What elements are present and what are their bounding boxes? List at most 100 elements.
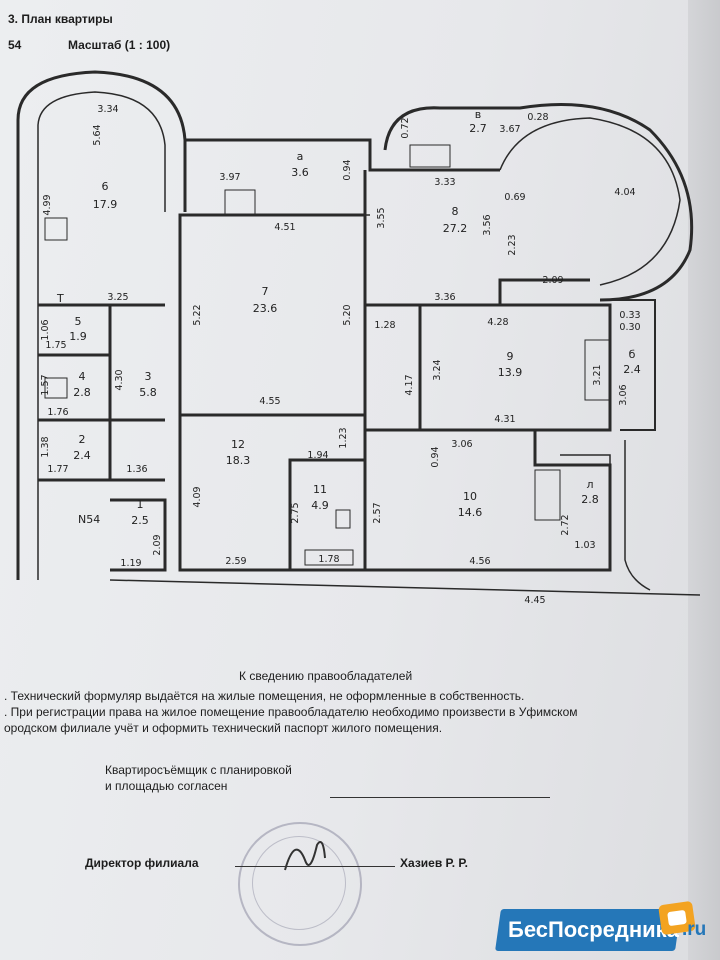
room-7-number: 7 [262, 285, 269, 298]
room-6-area: 17.9 [93, 198, 118, 211]
room-5-area: 1.9 [69, 330, 87, 343]
flat-label: N54 [78, 513, 100, 526]
wall-room-9 [418, 303, 612, 432]
room-4-number: 4 [79, 370, 86, 383]
dim: 1.94 [307, 450, 328, 461]
dim: 2.09 [152, 534, 163, 555]
dim: 3.25 [107, 292, 128, 303]
window-1 [224, 189, 256, 216]
dim: 3.56 [482, 214, 493, 235]
dim: 2.59 [225, 556, 246, 567]
dim: 2.23 [507, 234, 518, 255]
dim: 2.09 [542, 275, 563, 286]
room-b-area: 2.4 [623, 363, 641, 376]
dim: 5.20 [342, 304, 353, 325]
dim: 1.78 [318, 554, 339, 565]
wall-corridor-top [185, 138, 500, 172]
official-stamp-inner [252, 836, 346, 930]
notice-heading: К сведению правообладателей [239, 669, 413, 683]
room-a-area: 3.6 [291, 166, 309, 179]
wall-outer-right [624, 440, 651, 591]
dim: 0.30 [619, 322, 640, 333]
wall-round-bay [383, 103, 694, 302]
director-name: Хазиев Р. Р. [400, 856, 468, 870]
dim: 4.28 [487, 317, 508, 328]
dim: 0.69 [504, 192, 525, 203]
wall-room-l [560, 454, 611, 550]
room-l-number: л [586, 478, 593, 491]
room-4-area: 2.8 [73, 386, 91, 399]
room-9-number: 9 [507, 350, 514, 363]
room-l-area: 2.8 [581, 493, 599, 506]
page-edge [688, 0, 720, 960]
wall-round-bay-inner [499, 117, 681, 286]
room-1-area: 2.5 [131, 514, 149, 527]
dim: 3.97 [219, 172, 240, 183]
room-11-area: 4.9 [311, 499, 329, 512]
dim: 2.72 [560, 514, 571, 535]
room-v-number: в [475, 108, 481, 121]
dim: 4.99 [42, 194, 53, 215]
plan-title: 3. План квартиры [8, 12, 113, 26]
room-10-area: 14.6 [458, 506, 483, 519]
handwritten-signature [284, 841, 326, 871]
wall-room-10 [363, 428, 612, 572]
wall-room-7 [178, 213, 367, 417]
sink [44, 217, 68, 241]
window-4 [584, 339, 611, 401]
room-2-number: 2 [79, 433, 86, 446]
dim: 1.77 [47, 464, 68, 475]
room-7-area: 23.6 [253, 302, 278, 315]
dim: 2.57 [372, 502, 383, 523]
room-3-area: 5.8 [139, 386, 157, 399]
dim: 1.06 [40, 319, 51, 340]
room-8-number: 8 [452, 205, 459, 218]
dim: 0.94 [342, 159, 353, 180]
window-2 [409, 144, 451, 168]
dim: 3.33 [434, 177, 455, 188]
dim: 3.21 [592, 364, 603, 385]
watermark-brand: БесПосредника [508, 917, 679, 942]
room-a-number: а [297, 150, 304, 163]
scale-label: Масштаб (1 : 100) [68, 38, 171, 52]
dim: 4.30 [114, 369, 125, 390]
director-signature-line [235, 866, 395, 867]
fixture-t: Т [56, 292, 64, 305]
dim: 4.55 [259, 396, 280, 407]
room-2-area: 2.4 [73, 449, 91, 462]
room-5-number: 5 [75, 315, 82, 328]
dim: 1.76 [47, 407, 68, 418]
room-11-number: 11 [313, 483, 327, 496]
dim: 5.22 [192, 304, 203, 325]
dim: 1.57 [40, 374, 51, 395]
dim: 1.36 [126, 464, 147, 475]
dim: 5.64 [92, 124, 103, 145]
dim: 2.75 [290, 502, 301, 523]
tenant-label-1: Квартиросъёмщик с планировкой [105, 763, 292, 777]
watermark-tld: .ru [682, 919, 707, 940]
watermark-logo: БесПосредника .ru [490, 900, 720, 960]
dim: 1.28 [374, 320, 395, 331]
floor-plan: 6 17.9 7 23.6 8 27.2 9 13.9 10 14.6 11 4… [16, 70, 701, 606]
dim: 3.06 [451, 439, 472, 450]
dim: 4.45 [524, 595, 545, 606]
dim: 3.55 [376, 207, 387, 228]
room-1-number: 1 [137, 498, 144, 511]
dim: 4.04 [614, 187, 635, 198]
dim: 0.72 [400, 117, 411, 138]
dim: 4.09 [192, 486, 203, 507]
room-v-area: 2.7 [469, 122, 487, 135]
wall-left-arch-inner [37, 91, 166, 580]
dim: 3.67 [499, 124, 520, 135]
dim: 0.28 [527, 112, 548, 123]
tenant-signature-line [330, 797, 550, 798]
dim: 0.94 [430, 446, 441, 467]
wall-left-arch [16, 70, 187, 580]
dim: 4.17 [404, 374, 415, 395]
dim: 0.33 [619, 310, 640, 321]
apartment-number: 54 [8, 38, 22, 52]
notice-item-2a: . При регистрации права на жилое помещен… [4, 705, 578, 719]
room-12-number: 12 [231, 438, 245, 451]
dim: 3.34 [97, 104, 118, 115]
dim: 4.51 [274, 222, 295, 233]
